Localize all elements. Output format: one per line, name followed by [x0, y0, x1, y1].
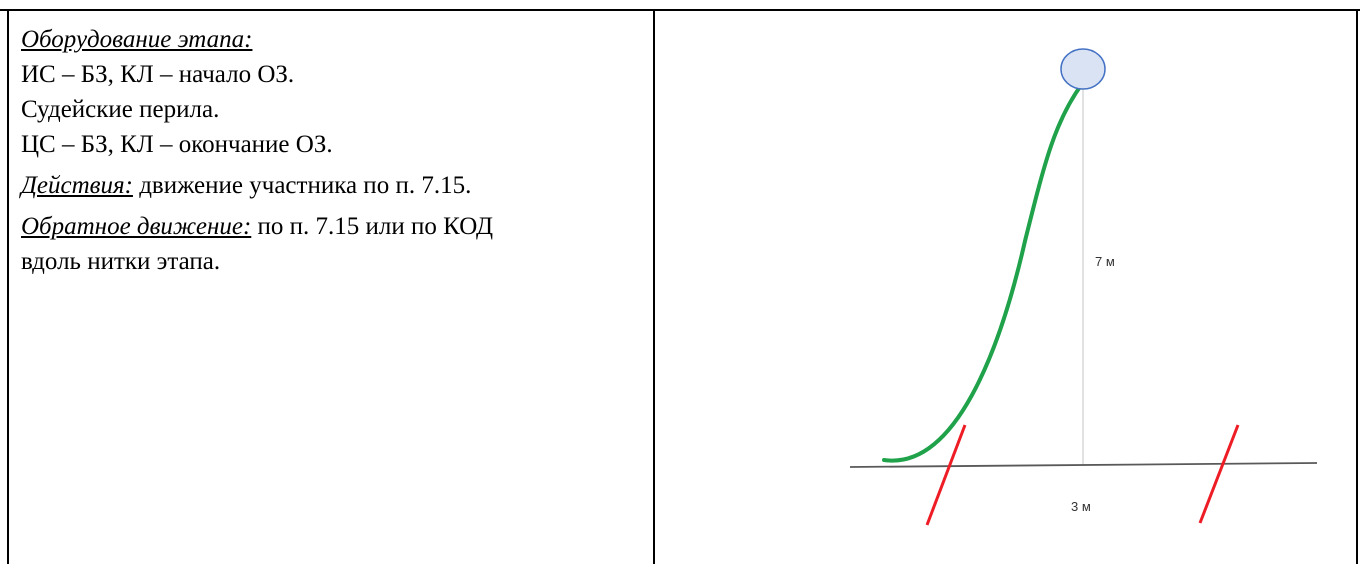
table-border-top: [0, 9, 1360, 11]
actions-paragraph: Действия: движение участника по п. 7.15.: [21, 168, 646, 203]
rope-curve: [882, 82, 1084, 463]
actions-label: Действия:: [21, 172, 133, 199]
reverse-text: по п. 7.15 или по КОД: [251, 213, 494, 240]
reverse-continuation: вдоль нитки этапа.: [21, 248, 221, 275]
equipment-line-3: ЦС – БЗ, КЛ – окончание ОЗ.: [21, 131, 333, 158]
equipment-line-1: ИС – БЗ, КЛ – начало ОЗ.: [21, 61, 295, 88]
stage-diagram: 7 м 3 м: [849, 48, 1318, 526]
reverse-label: Обратное движение:: [21, 213, 252, 240]
top-anchor-node: [1060, 48, 1106, 90]
actions-text: движение участника по п. 7.15.: [132, 172, 472, 199]
height-label: 7 м: [1095, 254, 1115, 269]
width-label: 3 м: [1071, 499, 1091, 514]
table-border-middle: [653, 9, 655, 564]
finish-control-line: [1198, 424, 1240, 524]
equipment-line-2: Судейские перила.: [21, 96, 220, 123]
equipment-heading: Оборудование этапа:: [21, 26, 253, 53]
start-control-line: [925, 424, 967, 526]
table-border-left: [7, 9, 9, 564]
reverse-paragraph: Обратное движение: по п. 7.15 или по КОД: [21, 209, 646, 244]
table-border-right: [1356, 9, 1358, 564]
ground-line: [849, 462, 1318, 468]
stage-description-cell: Оборудование этапа: ИС – БЗ, КЛ – начало…: [21, 22, 646, 279]
